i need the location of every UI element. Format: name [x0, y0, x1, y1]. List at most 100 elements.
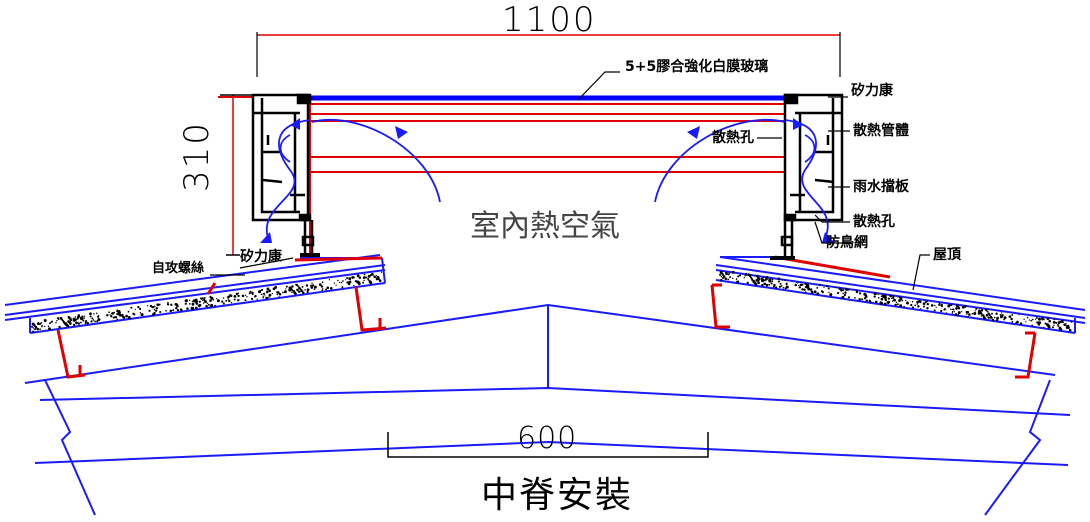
concrete-speck [348, 277, 352, 281]
concrete-speck [303, 291, 305, 294]
concrete-speck [44, 325, 46, 328]
left-concrete-dots [30, 271, 383, 333]
concrete-speck [801, 283, 804, 286]
concrete-speck [84, 320, 88, 323]
concrete-speck [378, 279, 382, 282]
concrete-speck [810, 288, 813, 291]
concrete-speck [934, 304, 936, 307]
concrete-speck [940, 303, 943, 307]
concrete-speck [1003, 316, 1007, 320]
concrete-speck [737, 280, 740, 283]
concrete-speck [914, 304, 917, 307]
concrete-speck [322, 288, 324, 290]
concrete-speck [847, 296, 850, 299]
concrete-speck [354, 280, 357, 283]
concrete-speck [861, 298, 864, 301]
concrete-speck [262, 296, 264, 299]
concrete-speck [858, 292, 862, 295]
concrete-speck [306, 291, 309, 294]
concrete-speck [935, 306, 937, 308]
concrete-speck [843, 293, 847, 297]
concrete-speck [765, 277, 768, 281]
concrete-speck [1059, 320, 1063, 324]
concrete-speck [898, 295, 901, 298]
concrete-speck [920, 308, 922, 310]
left-flashing-kink [206, 282, 217, 295]
concrete-speck [228, 299, 231, 303]
concrete-speck [737, 275, 740, 278]
concrete-speck [828, 291, 830, 293]
vent-left-label: 散熱孔 [712, 130, 754, 146]
concrete-speck [210, 296, 214, 300]
concrete-speck [922, 305, 925, 308]
concrete-speck [952, 308, 955, 311]
concrete-speck [797, 284, 800, 287]
concrete-speck [1057, 325, 1060, 327]
concrete-speck [933, 309, 936, 312]
concrete-speck [884, 295, 887, 299]
concrete-speck [898, 305, 900, 308]
concrete-speck [829, 293, 833, 297]
concrete-speck [225, 299, 228, 302]
concrete-speck [121, 313, 124, 316]
concrete-speck [880, 295, 883, 298]
concrete-speck [996, 316, 999, 320]
concrete-speck [91, 317, 94, 320]
concrete-speck [320, 285, 324, 288]
concrete-speck [244, 299, 247, 302]
concrete-speck [306, 288, 310, 292]
concrete-speck [283, 290, 287, 294]
concrete-speck [1026, 316, 1029, 319]
concrete-speck [1023, 318, 1025, 320]
concrete-speck [823, 286, 825, 289]
concrete-speck [209, 305, 211, 308]
concrete-speck [842, 289, 845, 292]
concrete-speck [325, 288, 328, 291]
concrete-speck [310, 286, 314, 289]
concrete-speck [291, 291, 293, 294]
concrete-speck [149, 304, 153, 308]
concrete-speck [782, 286, 785, 289]
concrete-speck [56, 319, 58, 322]
right-deck-line-4 [715, 279, 1076, 334]
concrete-speck [1044, 322, 1047, 325]
concrete-speck [980, 309, 984, 312]
concrete-speck [375, 274, 377, 277]
concrete-speck [92, 319, 95, 321]
concrete-speck [991, 312, 993, 315]
right-purlin-1 [710, 284, 730, 329]
concrete-speck [999, 313, 1002, 316]
concrete-speck [33, 328, 37, 331]
concrete-speck [72, 323, 76, 327]
concrete-speck [899, 304, 903, 308]
concrete-speck [291, 285, 294, 288]
right-break-line [984, 379, 1051, 516]
airflow-right-loop [804, 134, 816, 163]
concrete-speck [209, 299, 212, 302]
concrete-speck [825, 284, 829, 288]
concrete-speck [770, 282, 773, 285]
concrete-speck [838, 287, 841, 290]
concrete-speck [873, 295, 876, 298]
concrete-speck [771, 280, 774, 283]
concrete-speck [116, 318, 118, 320]
concrete-speck [345, 279, 347, 281]
concrete-speck [358, 276, 362, 279]
concrete-speck [974, 310, 976, 312]
concrete-speck [372, 274, 374, 276]
concrete-speck [147, 305, 149, 307]
concrete-speck [202, 299, 204, 302]
concrete-speck [1001, 314, 1004, 317]
left-purlin-2 [354, 286, 387, 332]
concrete-speck [1046, 317, 1050, 321]
concrete-speck [148, 309, 151, 312]
concrete-speck [720, 275, 722, 278]
concrete-speck [233, 298, 236, 301]
concrete-speck [1028, 319, 1031, 321]
concrete-speck [82, 319, 85, 322]
concrete-speck [111, 312, 114, 315]
concrete-speck [727, 278, 730, 281]
concrete-speck [1059, 328, 1062, 331]
concrete-speck [227, 298, 229, 300]
concrete-speck [170, 303, 173, 306]
